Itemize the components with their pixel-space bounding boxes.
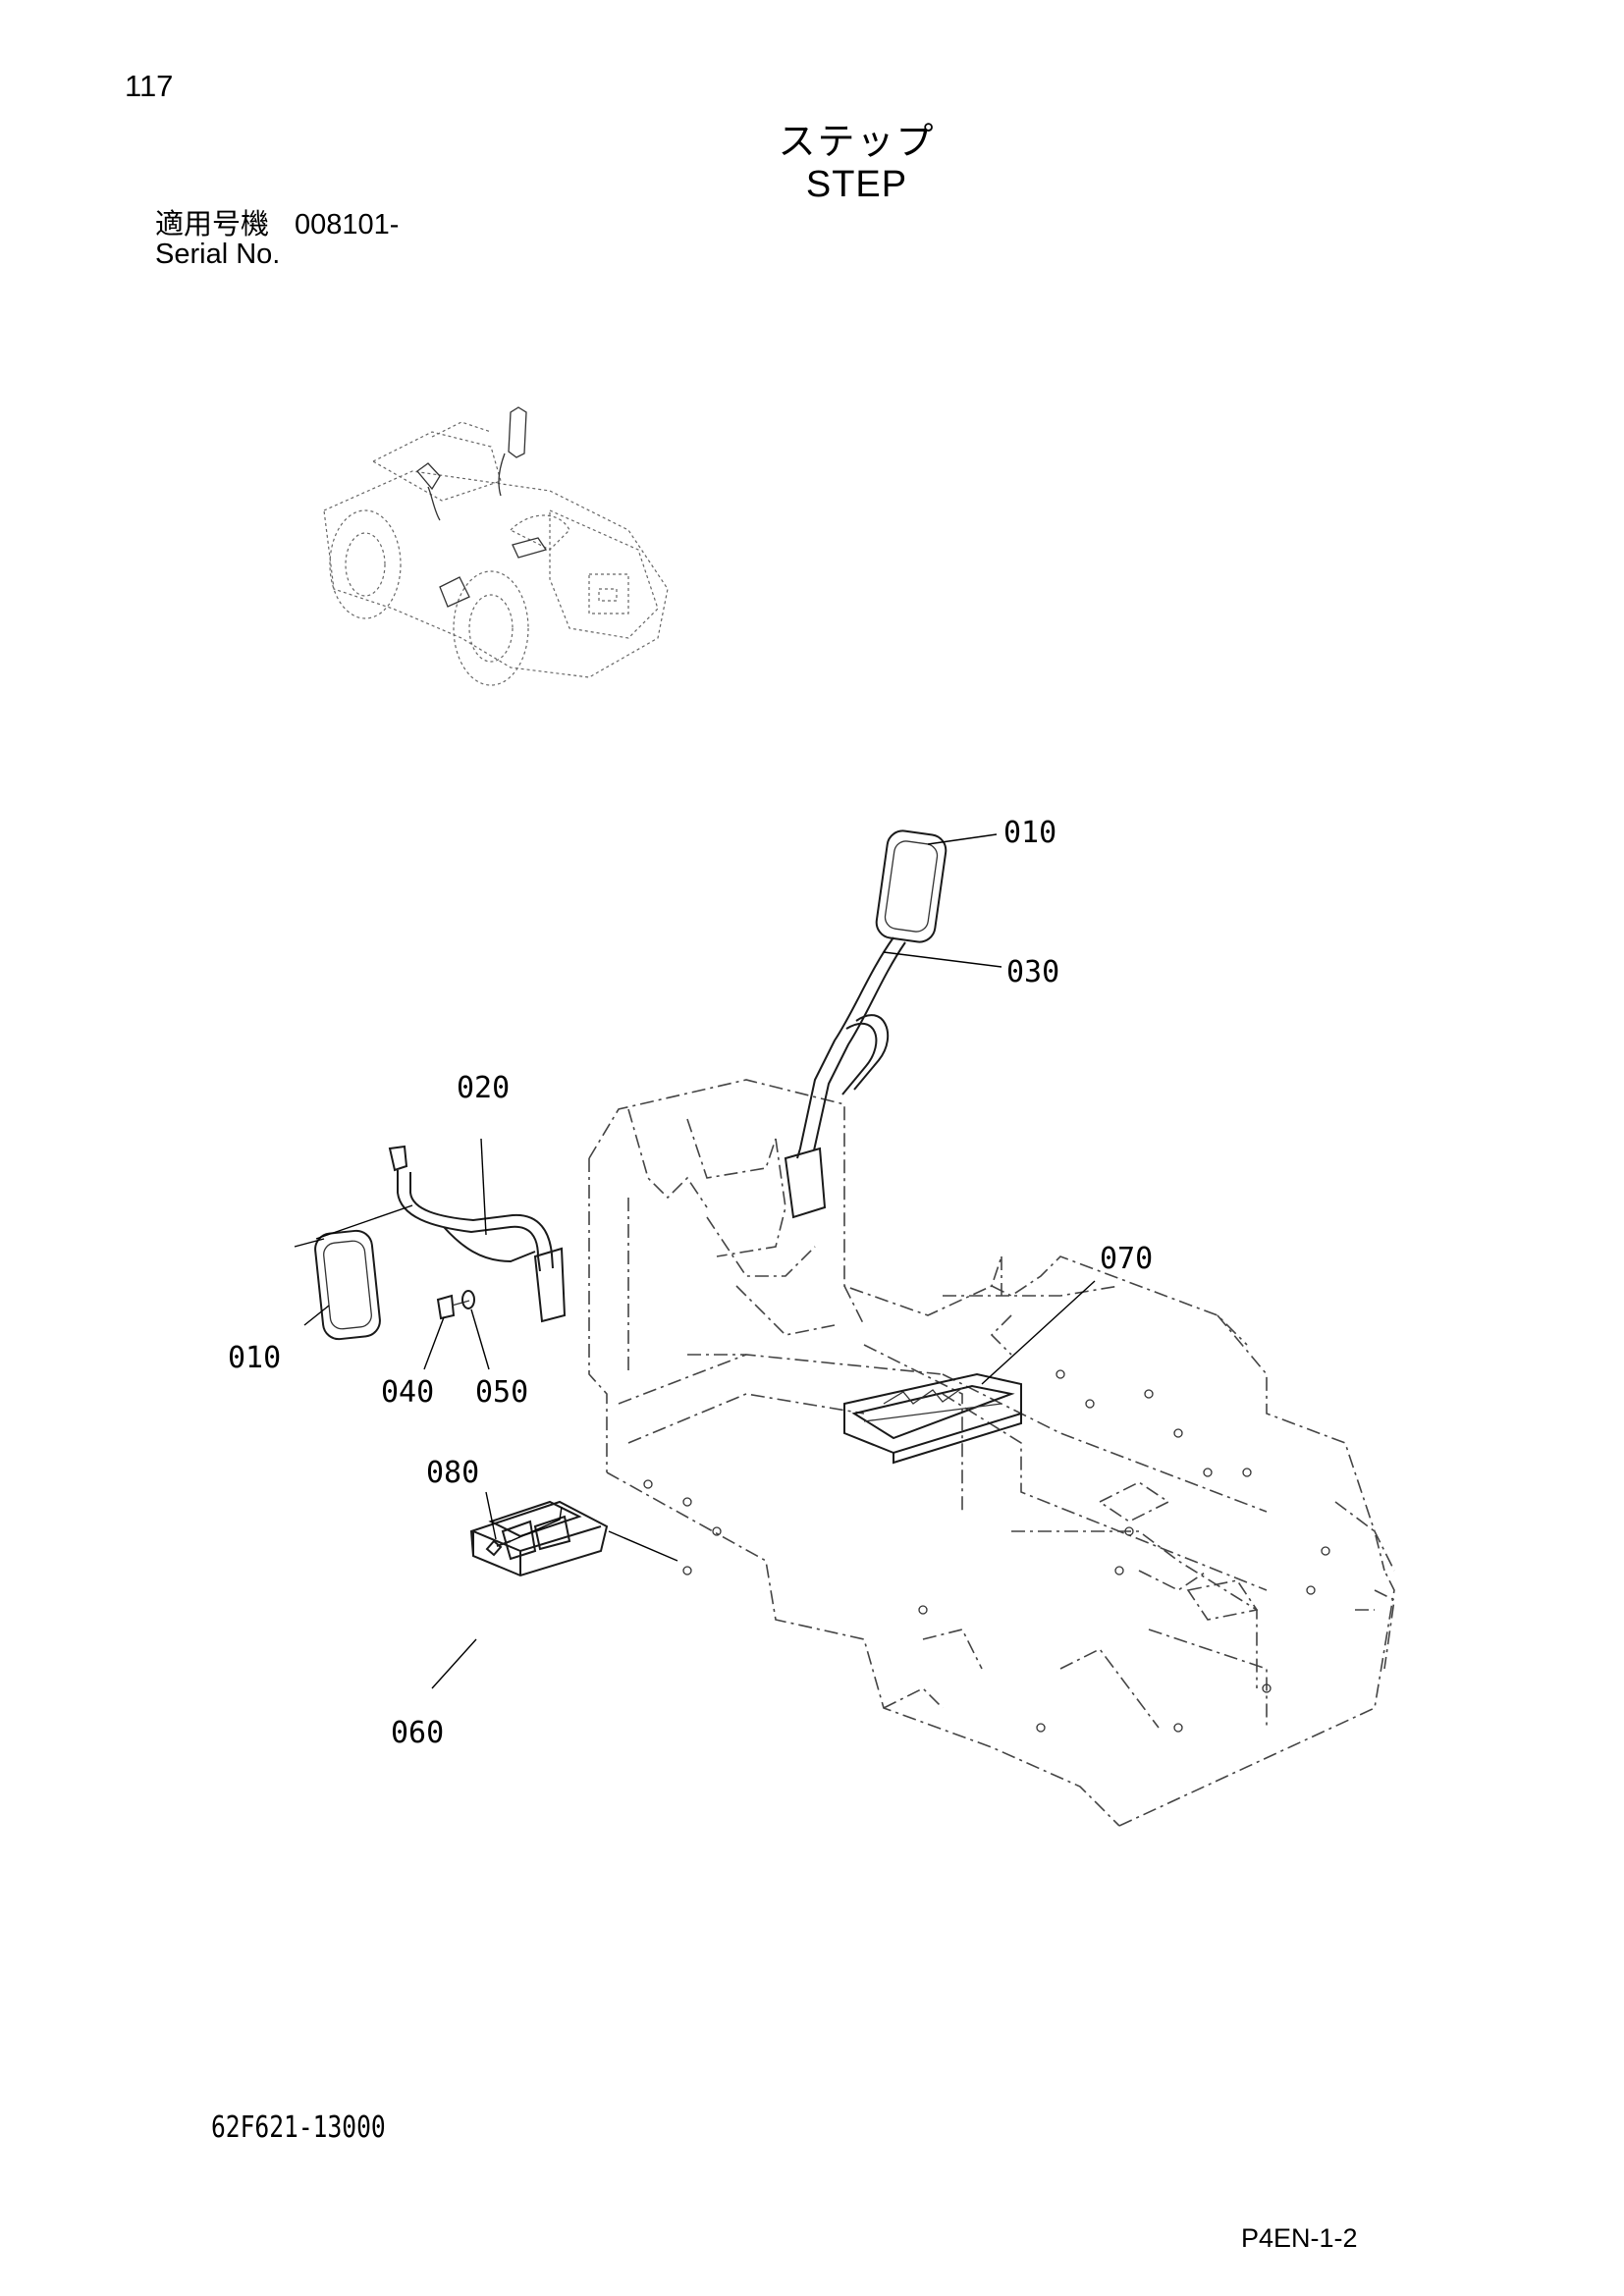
callout-080-bolt: 080 [426,1456,479,1490]
overview-machine-sketch [323,406,669,686]
page-code: P4EN-1-2 [1241,2223,1358,2253]
callout-070-center-step: 070 [1100,1242,1153,1276]
bolt-080 [485,1506,563,1557]
drawing-number: 62F621-13000 [211,2110,386,2145]
right-mirror-010 [875,829,947,943]
frame-holes [643,1369,1330,1733]
serial-number-value: 008101- [295,209,400,240]
serial-label-japanese: 適用号機 008101- [155,201,399,242]
callout-010-right-mirror: 010 [1003,816,1056,850]
center-step-070 [843,1372,1022,1465]
washer-050 [461,1290,475,1309]
leader-lines [303,833,1096,1689]
left-rail-020 [294,1145,567,1323]
serial-label-jp-text: 適用号機 [155,209,270,240]
bolt-040 [436,1294,470,1320]
main-frame-phantom [588,1079,1395,1827]
left-mirror-010 [314,1229,381,1341]
serial-label-english: Serial No. [155,239,281,270]
page-title-english: STEP [805,164,908,205]
callout-010-left-mirror: 010 [228,1341,281,1375]
page-title-japanese: ステップ [778,122,936,163]
callout-030-handrail: 030 [1006,955,1059,989]
callout-labels: 010 030 020 070 010 040 050 080 060 [228,816,1153,1750]
callout-020-left-rail: 020 [457,1071,510,1105]
callout-050-washer: 050 [475,1375,528,1410]
page-number: 117 [125,69,174,103]
callout-060-lower-step: 060 [391,1716,444,1750]
handrail-030 [784,936,906,1219]
callout-040-bolt: 040 [381,1375,434,1410]
lower-step-060 [469,1500,609,1577]
